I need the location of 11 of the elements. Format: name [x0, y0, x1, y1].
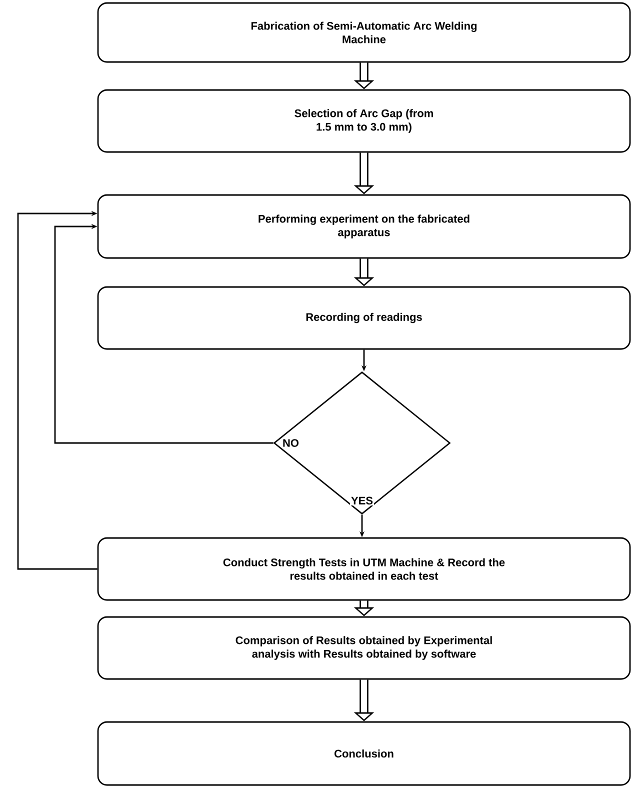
edge-label: YES	[350, 496, 374, 506]
edge-label: NO	[282, 438, 300, 448]
process-box: Conclusion	[97, 721, 631, 786]
arrow	[54, 224, 274, 444]
process-box: Fabrication of Semi-Automatic Arc Welding Machine	[97, 2, 631, 63]
process-box: Performing experiment on the fabricated apparatus	[97, 194, 631, 259]
process-box: Conduct Strength Tests in UTM Machine & Record the results obtained in each test	[97, 537, 631, 601]
arrow	[17, 210, 98, 570]
process-box: Comparison of Results obtained by Experimental analysis with Results obtained by software	[97, 616, 631, 680]
process-box: Selection of Arc Gap (from 1.5 mm to 3.0 mm)	[97, 89, 631, 153]
process-box: Recording of readings	[97, 286, 631, 350]
